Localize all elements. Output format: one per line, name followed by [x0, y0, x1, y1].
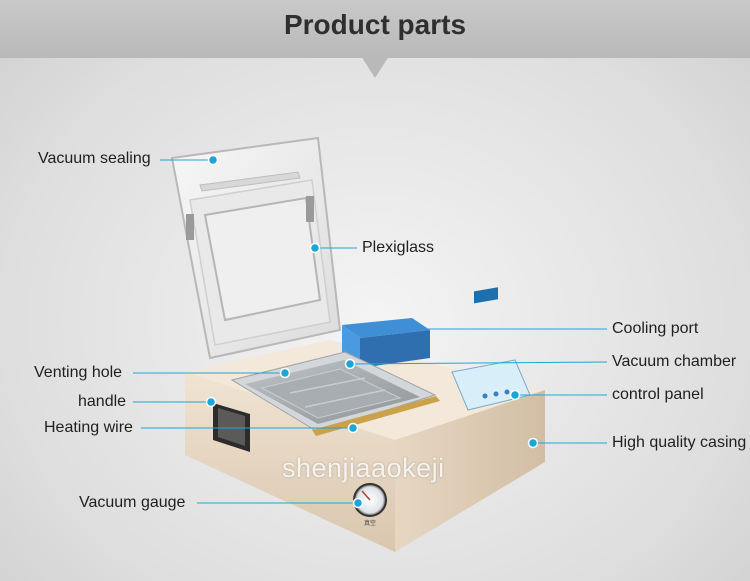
callout-vacuum-gauge: Vacuum gauge	[79, 494, 186, 511]
watermark-text: shenjiaaokeji	[282, 453, 445, 483]
callout-control-panel: control panel	[612, 386, 704, 403]
leader-dot-handle	[205, 396, 217, 408]
leader-dot-high-quality-casing	[527, 437, 539, 449]
handle-slot-inner	[218, 408, 245, 446]
plexiglass-lid	[170, 136, 342, 360]
header-pointer	[361, 56, 389, 78]
leader-dot-venting-hole	[279, 367, 291, 379]
cooling-port-block	[342, 318, 430, 368]
leader-dot-vacuum-chamber	[344, 358, 356, 370]
lid-hinge-left	[186, 214, 194, 240]
callout-handle: handle	[78, 393, 127, 410]
callout-vacuum-sealing: Vacuum sealing	[38, 150, 151, 167]
callout-high-quality-casing: High quality casing	[612, 434, 747, 451]
callout-venting-hole: Venting hole	[34, 364, 123, 381]
page-title: Product parts	[283, 9, 467, 40]
header-banner: Product parts	[0, 0, 750, 58]
body-side-face	[395, 390, 545, 552]
leader-lines	[133, 154, 608, 509]
leader-dot-heating-wire	[347, 422, 359, 434]
leader-line-vacuum-chamber	[349, 361, 608, 365]
leader-dot-vacuum-gauge	[352, 497, 364, 509]
callout-vacuum-chamber: Vacuum chamber	[612, 353, 737, 370]
leader-dot-plexiglass	[309, 242, 321, 254]
leader-dot-vacuum-sealing	[207, 154, 219, 166]
callout-heating-wire: Heating wire	[44, 419, 133, 436]
gauge-caption: 真空	[364, 519, 376, 527]
heating-wire-bar	[312, 396, 440, 436]
callout-cooling-port: Cooling port	[612, 320, 699, 337]
callout-plexiglass: Plexiglass	[362, 239, 435, 256]
lid-hinge-right	[306, 196, 314, 222]
leader-dot-control-panel	[509, 389, 521, 401]
